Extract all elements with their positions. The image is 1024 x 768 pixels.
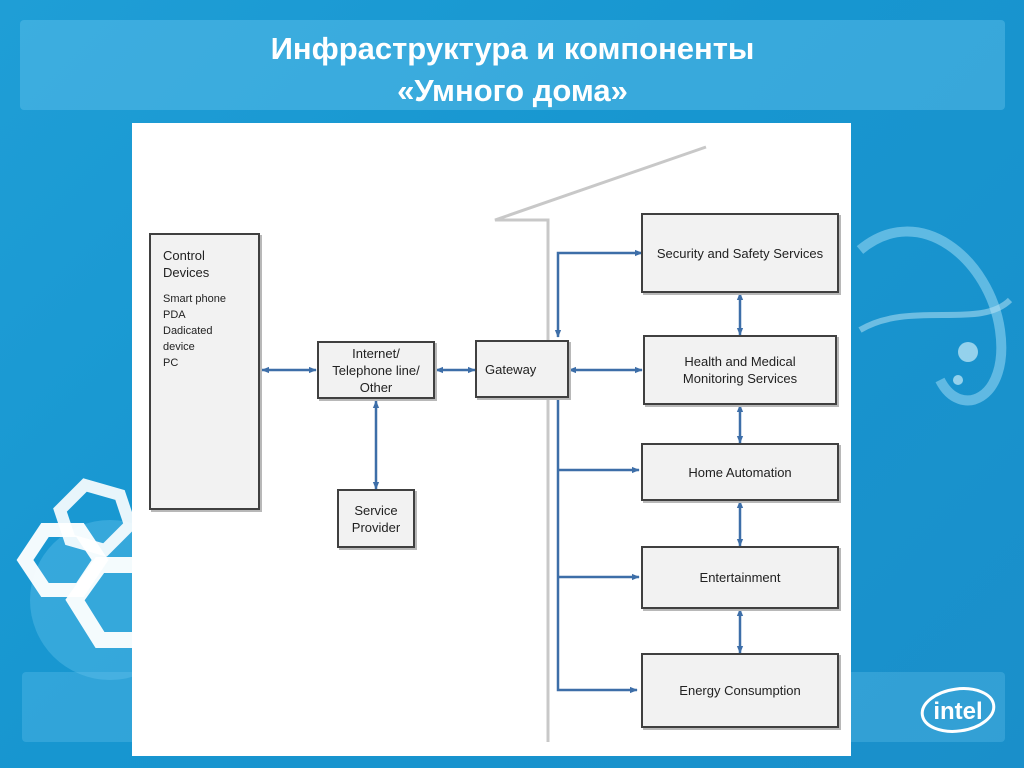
home-automation-box: Home Automation — [641, 443, 839, 501]
slide-title-line-1: Инфраструктура и компоненты — [270, 31, 755, 66]
arrow-bus-main — [554, 384, 638, 694]
control-devices-list: Smart phone PDA Dadicated device PC — [163, 291, 226, 371]
diagram-connectors — [261, 145, 744, 742]
internet-line-3: Other — [359, 379, 393, 395]
service-provider-box: Service Provider — [337, 489, 415, 548]
control-devices-item: Dadicated — [163, 325, 213, 337]
diagram-canvas: Control Devices Smart phone PDA Dadicate… — [132, 123, 851, 756]
arrow-bus-security — [554, 249, 643, 338]
control-devices-item: Smart phone — [163, 293, 226, 305]
gateway-box: Gateway — [475, 340, 569, 398]
internet-line-1: Internet/ — [352, 345, 400, 361]
house-roof-line — [494, 145, 707, 742]
control-devices-item: PC — [163, 357, 179, 369]
slide-title: Инфраструктура и компоненты «Умного дома… — [20, 28, 1005, 112]
service-provider-line-1: Service — [354, 502, 398, 518]
control-devices-title: Control Devices — [163, 247, 209, 281]
energy-consumption-box: Energy Consumption — [641, 653, 839, 728]
health-monitoring-line-2: Monitoring Services — [682, 371, 798, 386]
entertainment-label: Entertainment — [699, 570, 781, 585]
intel-logo: intel — [920, 687, 996, 733]
home-automation-label: Home Automation — [688, 464, 792, 480]
control-devices-box: Control Devices Smart phone PDA Dadicate… — [149, 233, 260, 510]
security-services-box: Security and Safety Services — [641, 213, 839, 293]
health-monitoring-box: Health and Medical Monitoring Services — [643, 335, 837, 405]
service-provider-line-2: Provider — [351, 519, 401, 535]
internet-box: Internet/ Telephone line/ Other — [317, 341, 435, 399]
entertainment-box: Entertainment — [641, 546, 839, 609]
slide-title-line-2: «Умного дома» — [397, 73, 628, 108]
energy-consumption-label: Energy Consumption — [679, 683, 801, 698]
control-devices-item: device — [163, 341, 195, 353]
title-band — [20, 20, 1005, 110]
control-devices-item: PDA — [163, 309, 186, 321]
security-services-label: Security and Safety Services — [656, 245, 824, 261]
gateway-label: Gateway — [485, 361, 537, 377]
intel-logo-text: intel — [933, 698, 982, 725]
internet-line-2: Telephone line/ — [332, 362, 420, 378]
health-monitoring-line-1: Health and Medical — [684, 354, 796, 369]
control-devices-title-line-2: Devices — [163, 265, 210, 280]
control-devices-title-line-1: Control — [163, 248, 205, 263]
